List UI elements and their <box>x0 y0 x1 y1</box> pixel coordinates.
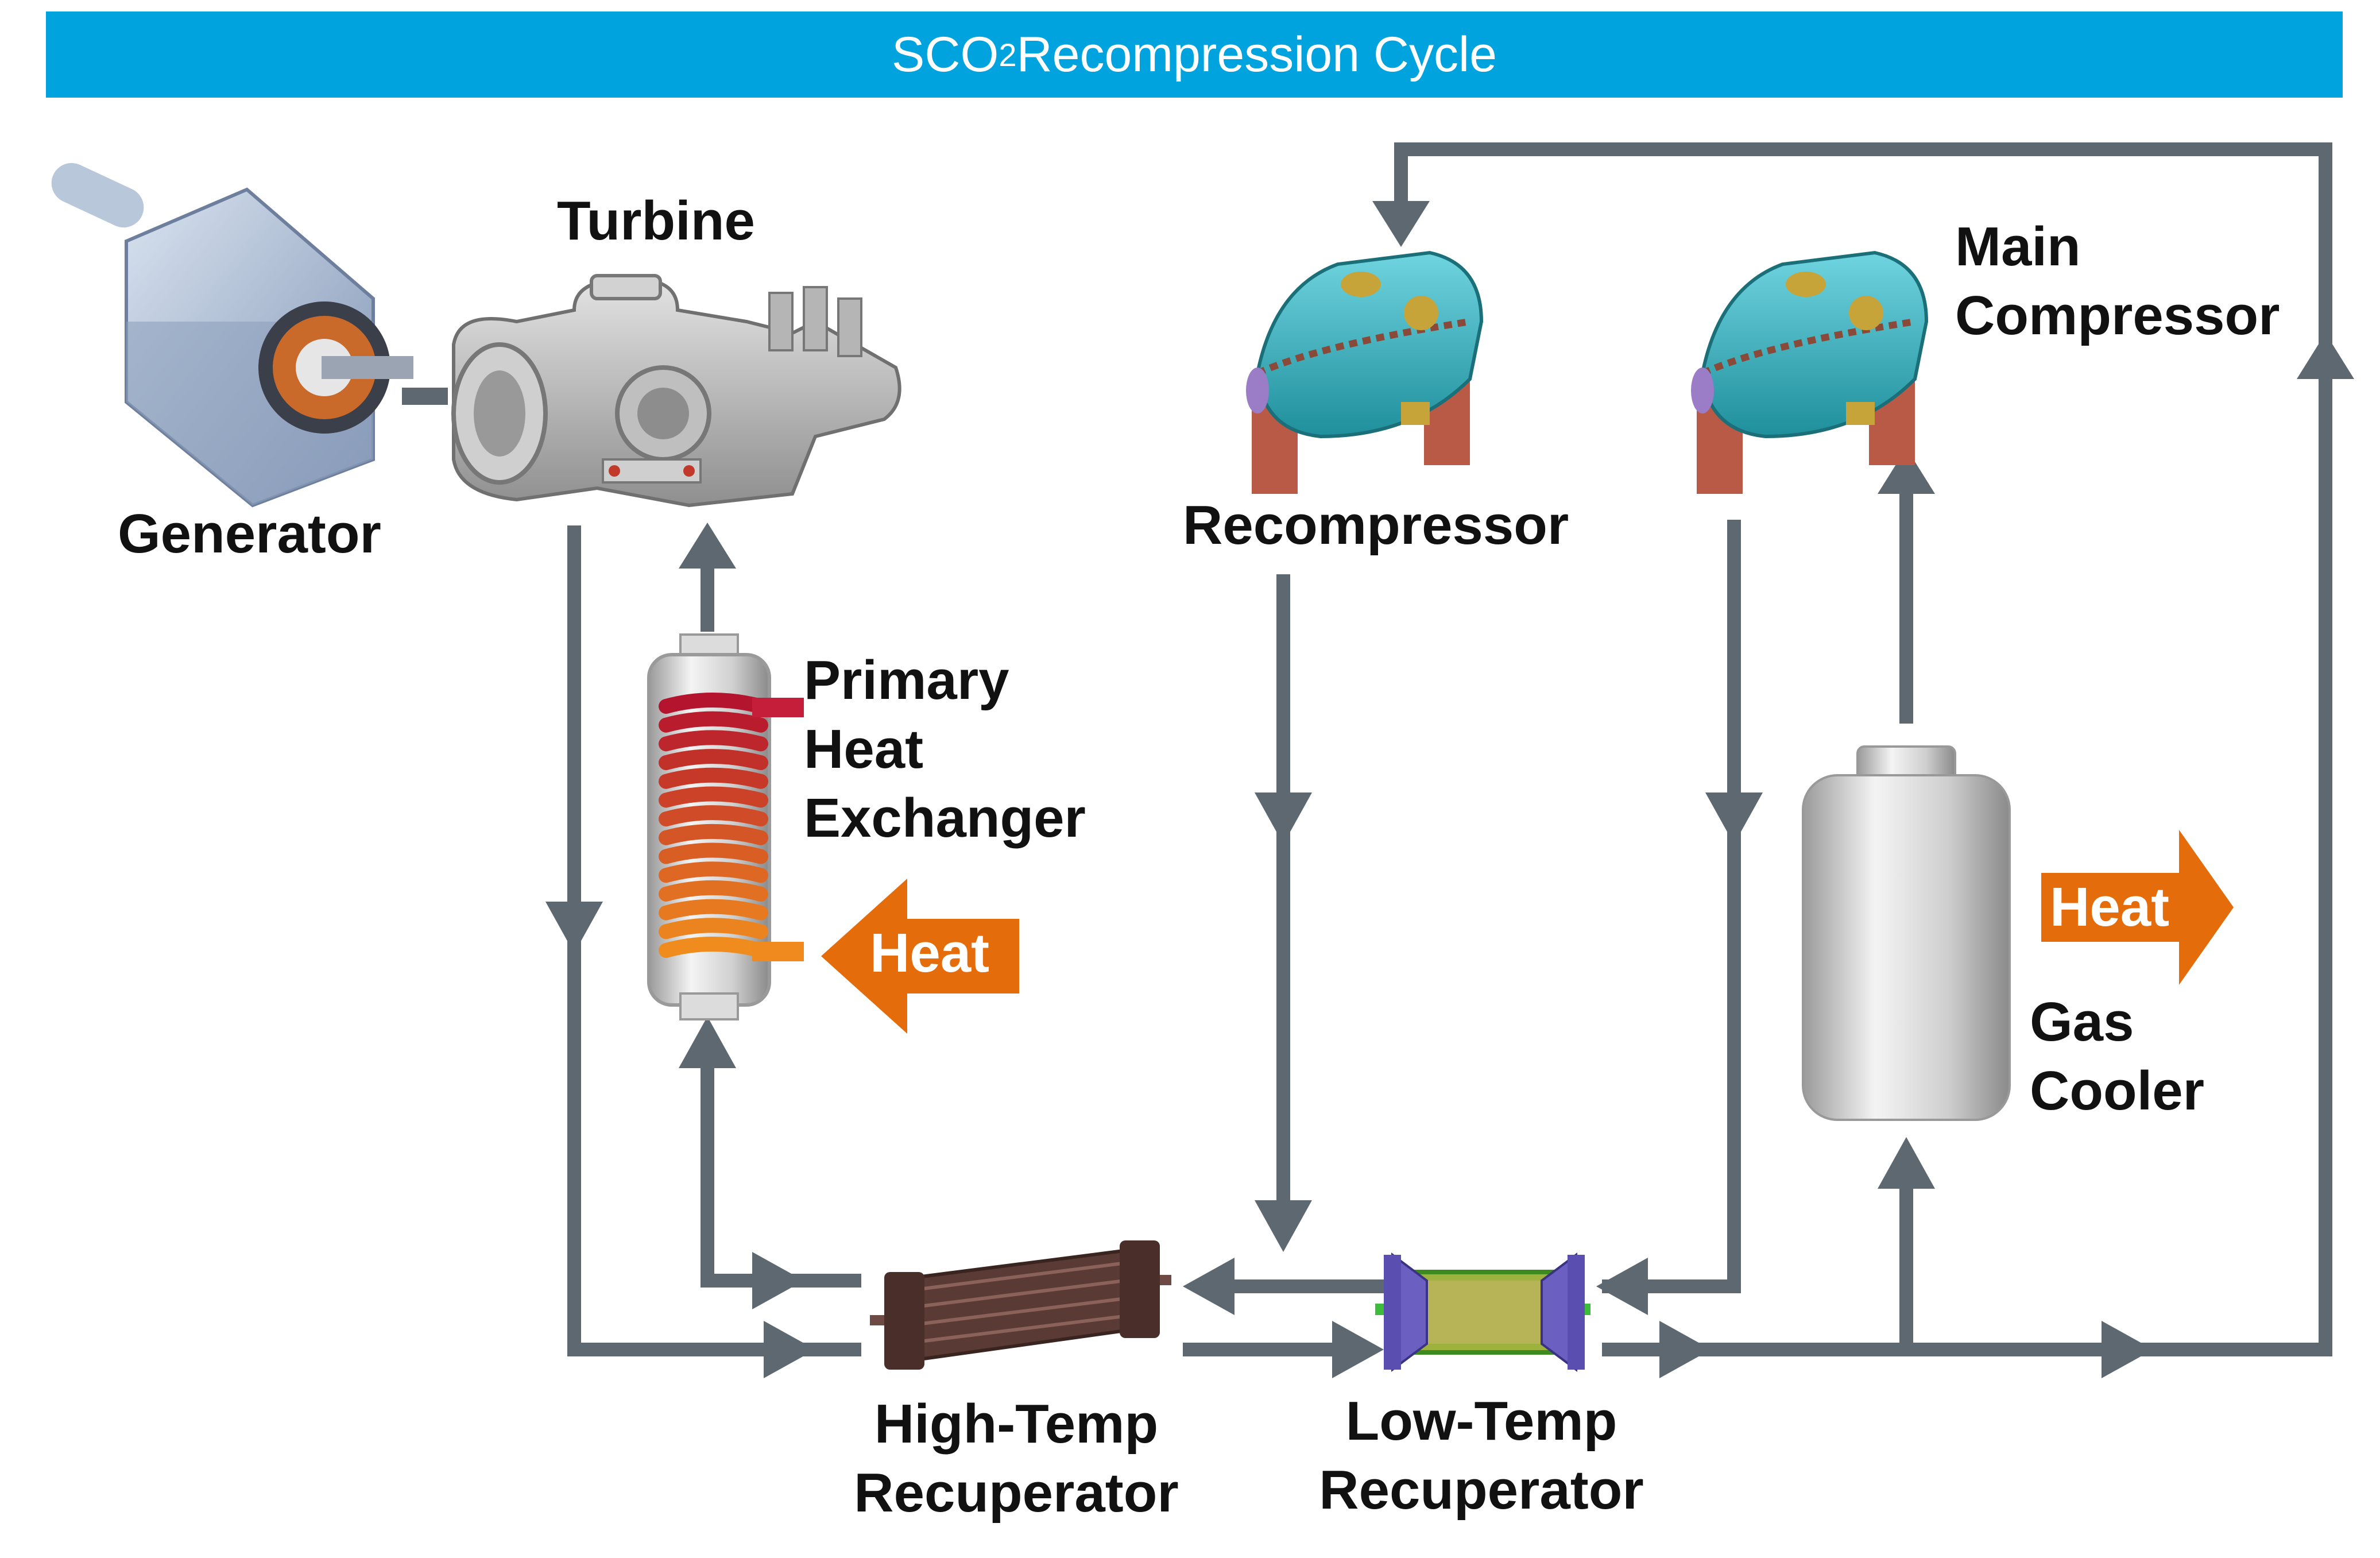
coil-turn <box>659 749 768 771</box>
coil-turn <box>659 786 768 808</box>
arrow-up-compressor-inlet <box>1878 448 1935 494</box>
gas-cooler-label-line2: Cooler <box>2030 1060 2205 1122</box>
pipe-htr-to-phx <box>701 1039 861 1288</box>
coil-turn <box>659 918 768 940</box>
generator-label: Generator <box>118 503 381 565</box>
coil-turn <box>659 730 768 752</box>
turbine-icon <box>451 274 901 508</box>
recompressor-label: Recompressor <box>1183 494 1569 556</box>
arrow-right-bypass <box>2102 1321 2153 1378</box>
main-compressor-label-line1: Main <box>1955 216 2081 277</box>
pipe-compressor-to-ltr <box>1602 520 1741 1293</box>
arrow-down-recompressor-inlet <box>1372 201 1430 247</box>
ltr-label-line1: Low-Temp <box>1345 1390 1617 1452</box>
title-subscript: 2 <box>999 36 1017 73</box>
phx-label-line2: Heat <box>804 718 924 780</box>
title-suffix: Recompression Cycle <box>1016 26 1497 82</box>
coil-turn <box>659 861 768 883</box>
gas-cooler-icon <box>1802 745 2011 1121</box>
low-temp-recuperator-icon <box>1375 1252 1590 1372</box>
heat-input-arrow <box>821 879 1019 1034</box>
coil-turn <box>659 937 768 958</box>
arrow-down-compressor-outlet <box>1705 792 1763 844</box>
heat-rejection-label: Heat <box>2050 876 2170 938</box>
main-compressor-icon <box>1691 250 1929 494</box>
arrow-down-turbine-outlet <box>545 902 603 953</box>
htr-label-line1: High-Temp <box>874 1393 1159 1455</box>
arrow-right-htr-inlet <box>764 1321 815 1378</box>
main-compressor-label-line2: Compressor <box>1955 285 2280 346</box>
recompressor-icon <box>1246 250 1484 494</box>
arrow-left-htr-cold <box>1183 1258 1234 1315</box>
arrow-up-cooler-inlet <box>1878 1137 1935 1189</box>
arrow-left-ltr-cold <box>1596 1258 1648 1315</box>
coil-turn <box>659 880 768 902</box>
coil-turn <box>659 711 768 733</box>
coil-turn <box>659 693 768 714</box>
coil-turn <box>659 805 768 827</box>
turbine-label: Turbine <box>557 190 755 252</box>
coil-turn <box>659 899 768 921</box>
title-prefix: SCO <box>892 26 999 82</box>
phx-label-line1: Primary <box>804 650 1009 711</box>
htr-label-line2: Recuperator <box>854 1462 1179 1524</box>
arrow-right-ltr-inlet <box>1332 1321 1384 1378</box>
arrowheads <box>545 201 2354 1378</box>
phx-label-line3: Exchanger <box>804 787 1086 849</box>
gas-cooler-label-line1: Gas <box>2030 991 2134 1053</box>
ltr-label-line2: Recuperator <box>1319 1459 1644 1521</box>
arrow-right-ltr-out <box>1659 1321 1711 1378</box>
arrow-down-mixer <box>1255 1200 1312 1252</box>
generator-icon <box>51 163 413 508</box>
arrow-down-recompressor <box>1255 792 1312 844</box>
arrow-left-htr-outlet <box>752 1252 804 1309</box>
coil-turn <box>659 824 768 845</box>
heat-input-label: Heat <box>870 922 990 984</box>
arrow-up-turbine-inlet <box>679 523 736 569</box>
coil-turn <box>659 767 768 789</box>
pipe-ltr-out <box>1394 142 2332 1356</box>
arrow-up-phx-inlet <box>679 1016 736 1068</box>
heat-rejection-arrow <box>2041 830 2234 985</box>
arrow-up-bypass-riser <box>2297 333 2354 379</box>
high-temp-recuperator-icon <box>870 1240 1171 1370</box>
coil-turn <box>659 842 768 864</box>
primary-heat-exchanger-icon <box>647 633 804 1020</box>
